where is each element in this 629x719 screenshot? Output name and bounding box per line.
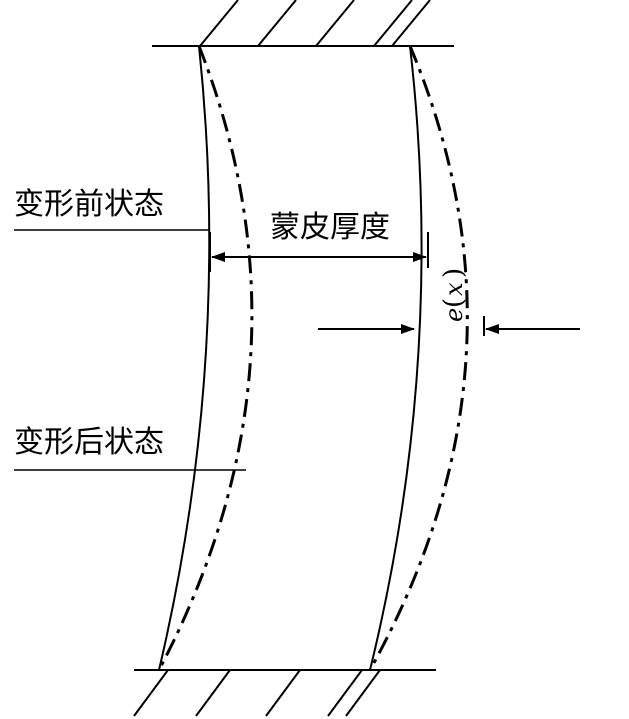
top-hatch-line bbox=[391, 0, 431, 47]
top-hatch-line bbox=[257, 0, 297, 47]
deformation-label: e ( x ) bbox=[439, 268, 469, 322]
bottom-hatch-line bbox=[327, 669, 363, 717]
after-state-callout: 变形后状态 bbox=[14, 425, 246, 471]
deformation-symbol: e bbox=[440, 308, 468, 322]
top-hatch-line bbox=[199, 0, 239, 47]
deformation-variable: x bbox=[440, 282, 468, 296]
skin-right-before bbox=[369, 45, 423, 671]
bottom-hatch-line bbox=[133, 669, 169, 717]
after-state-label: 变形后状态 bbox=[14, 425, 164, 460]
skin-right-after bbox=[368, 45, 469, 671]
skin-left-before bbox=[158, 45, 211, 671]
bottom-hatch-line bbox=[345, 669, 381, 717]
bottom-support bbox=[133, 669, 436, 717]
bottom-hatch-line bbox=[265, 669, 301, 717]
before-state-callout: 变形前状态 bbox=[14, 187, 210, 231]
deformation-open-paren: ( bbox=[439, 298, 469, 308]
top-hatch-line bbox=[373, 0, 413, 47]
skin-thickness-label: 蒙皮厚度 bbox=[270, 210, 390, 245]
bottom-hatch-line bbox=[195, 669, 231, 717]
skin-left-after bbox=[157, 45, 254, 671]
deformation-close-paren: ) bbox=[439, 268, 469, 278]
top-support bbox=[152, 0, 454, 47]
before-state-label: 变形前状态 bbox=[14, 187, 164, 222]
top-hatch-line bbox=[315, 0, 355, 47]
thickness-dimension: 蒙皮厚度 bbox=[209, 210, 429, 272]
deformation-dimension: e ( x ) bbox=[318, 268, 580, 336]
